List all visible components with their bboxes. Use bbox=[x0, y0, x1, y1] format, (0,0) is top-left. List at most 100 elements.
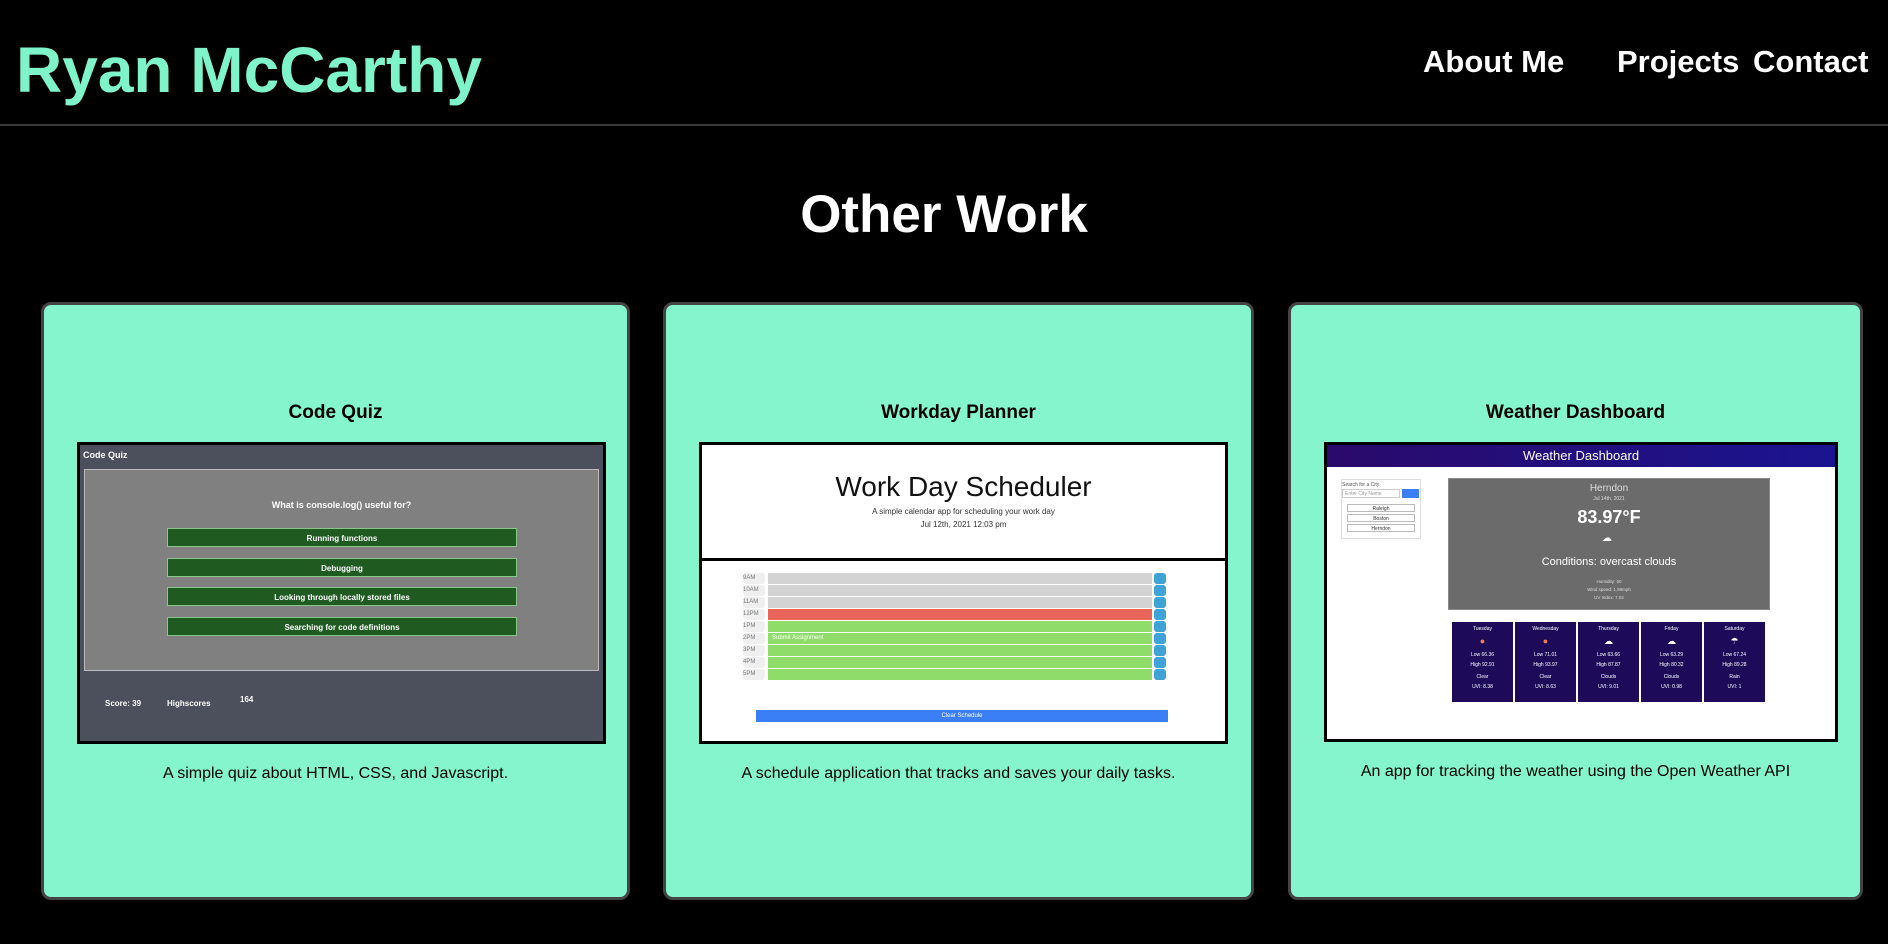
brand-logo[interactable]: Ryan McCarthy bbox=[16, 34, 482, 106]
preview-search-button bbox=[1402, 489, 1419, 498]
preview-temp: 83.97°F bbox=[1577, 507, 1641, 527]
card-title: Weather Dashboard bbox=[1485, 402, 1666, 423]
project-screenshot-weather-dashboard[interactable]: Weather Dashboard Search for a City Ente… bbox=[1324, 442, 1838, 742]
preview-forecast-uv: UVI: 8.38 bbox=[1472, 684, 1493, 690]
preview-hour-row: 12PM bbox=[743, 609, 1166, 621]
preview-hour-label: 3PM bbox=[743, 645, 765, 656]
preview-hour-label: 11AM bbox=[743, 597, 765, 608]
preview-hour-label: 1PM bbox=[743, 621, 765, 632]
preview-humidity: Humidity: 50 bbox=[1596, 579, 1622, 584]
preview-forecast-low: Low 63.66 bbox=[1596, 652, 1621, 658]
preview-header: Weather Dashboard bbox=[1327, 445, 1835, 467]
nav-contact[interactable]: Contact bbox=[1753, 44, 1869, 79]
preview-forecast-uv: UVI: 9.01 bbox=[1598, 684, 1619, 690]
preview-forecast-cond: Clouds bbox=[1600, 674, 1617, 680]
weather-icon: ● bbox=[1479, 636, 1486, 646]
card-description: An app for tracking the weather using th… bbox=[1360, 763, 1791, 780]
preview-save-icon bbox=[1154, 573, 1166, 584]
preview-save-icon bbox=[1154, 585, 1166, 596]
preview-forecast-cond: Rain bbox=[1729, 674, 1740, 680]
preview-hour-label: 4PM bbox=[743, 657, 765, 668]
preview-time-slot bbox=[768, 597, 1152, 608]
preview-clear-button: Clear Schedule bbox=[756, 710, 1168, 722]
preview-city-name: Herndon bbox=[1589, 483, 1629, 494]
preview-hour-label: 9AM bbox=[743, 573, 765, 584]
nav-about-me[interactable]: About Me bbox=[1423, 44, 1565, 79]
card-title: Workday Planner bbox=[881, 402, 1036, 423]
preview-forecast-high: High 89.28 bbox=[1722, 662, 1747, 668]
preview-forecast-day: Wednesday bbox=[1532, 626, 1559, 632]
preview-forecast-low: Low 67.24 bbox=[1722, 652, 1747, 658]
preview-divider bbox=[702, 558, 1225, 561]
weather-icon: ● bbox=[1542, 636, 1549, 646]
preview-forecast-high: High 87.87 bbox=[1596, 662, 1621, 668]
preview-question: What is console.log() useful for? bbox=[271, 500, 412, 510]
preview-hour-label: 10AM bbox=[743, 585, 765, 596]
preview-save-icon bbox=[1154, 669, 1166, 680]
preview-forecast-cond: Clear bbox=[1476, 674, 1489, 680]
preview-hour-row: 5PM bbox=[743, 669, 1166, 681]
preview-option: Searching for code definitions bbox=[167, 617, 517, 636]
preview-forecast-high: High 92.91 bbox=[1470, 662, 1495, 668]
preview-time-slot bbox=[768, 621, 1152, 632]
preview-forecast-uv: UVI: 8.63 bbox=[1535, 684, 1556, 690]
nav-projects[interactable]: Projects bbox=[1617, 44, 1740, 79]
project-card-code-quiz: Code Quiz Code Quiz What is console.log(… bbox=[41, 302, 630, 900]
preview-hour-row: 1PM bbox=[743, 621, 1166, 633]
preview-date: Jul 12th, 2021 12:03 pm bbox=[920, 520, 1007, 529]
preview-option: Running functions bbox=[167, 528, 517, 547]
preview-hour-row: 3PM bbox=[743, 645, 1166, 657]
preview-forecast-high: High 93.97 bbox=[1533, 662, 1558, 668]
preview-time-slot bbox=[768, 657, 1152, 668]
preview-highscores: Highscores bbox=[167, 699, 211, 708]
preview-city: Boston bbox=[1347, 514, 1415, 522]
preview-score: Score: 39 bbox=[105, 699, 142, 708]
preview-save-icon bbox=[1154, 645, 1166, 656]
preview-forecast-high: High 80.32 bbox=[1659, 662, 1684, 668]
preview-forecast-low: Low 63.29 bbox=[1659, 652, 1684, 658]
preview-quiz-panel: What is console.log() useful for? Runnin… bbox=[84, 469, 599, 671]
weather-icon: ☁ bbox=[1667, 636, 1676, 646]
project-screenshot-code-quiz[interactable]: Code Quiz What is console.log() useful f… bbox=[77, 442, 606, 744]
preview-forecast-cond: Clear bbox=[1539, 674, 1552, 680]
project-screenshot-workday-planner[interactable]: Work Day Scheduler A simple calendar app… bbox=[699, 442, 1228, 744]
preview-time-slot bbox=[768, 669, 1152, 680]
site-header: Ryan McCarthy About Me Projects Contact bbox=[0, 0, 1888, 126]
preview-save-icon bbox=[1154, 597, 1166, 608]
card-description: A simple quiz about HTML, CSS, and Javas… bbox=[162, 765, 509, 782]
preview-hour-label: 12PM bbox=[743, 609, 765, 620]
project-card-workday-planner: Workday Planner Work Day Scheduler A sim… bbox=[663, 302, 1254, 900]
preview-hour-row: 4PM bbox=[743, 657, 1166, 669]
preview-subtitle: A simple calendar app for scheduling you… bbox=[872, 507, 1055, 516]
preview-highscore-value: 164 bbox=[240, 695, 254, 704]
card-description: A schedule application that tracks and s… bbox=[741, 765, 1176, 782]
preview-hour-row: 11AM bbox=[743, 597, 1166, 609]
preview-city: Raleigh bbox=[1347, 504, 1415, 512]
preview-save-icon bbox=[1154, 621, 1166, 632]
preview-forecast-day: Thursday bbox=[1598, 626, 1619, 632]
section-title: Other Work bbox=[800, 185, 1088, 244]
preview-uv: UV Index: 7.02 bbox=[1594, 595, 1624, 600]
preview-option: Looking through locally stored files bbox=[167, 587, 517, 606]
preview-app-title: Code Quiz bbox=[83, 450, 128, 460]
preview-forecast-uv: UVI: 1 bbox=[1727, 684, 1742, 690]
preview-forecast-day: Tuesday bbox=[1473, 626, 1492, 632]
weather-icon: ☂ bbox=[1730, 636, 1739, 646]
preview-forecast-low: Low 66.36 bbox=[1470, 652, 1495, 658]
preview-forecast-day: Friday bbox=[1664, 626, 1679, 632]
preview-search-panel: Search for a City Enter City Name Raleig… bbox=[1341, 479, 1421, 539]
preview-search-input: Enter City Name bbox=[1342, 489, 1400, 498]
preview-forecast-low: Low 71.01 bbox=[1533, 652, 1558, 658]
preview-time-slot bbox=[768, 573, 1152, 584]
preview-search-label: Search for a City bbox=[1342, 482, 1380, 488]
preview-hour-row: 10AM bbox=[743, 585, 1166, 597]
project-card-weather-dashboard: Weather Dashboard Weather Dashboard Sear… bbox=[1288, 302, 1863, 900]
preview-title: Work Day Scheduler bbox=[835, 471, 1092, 502]
preview-time-slot: Submit Assignment bbox=[768, 633, 1152, 644]
preview-wind: Wind speed: 1.99mph bbox=[1587, 587, 1631, 592]
